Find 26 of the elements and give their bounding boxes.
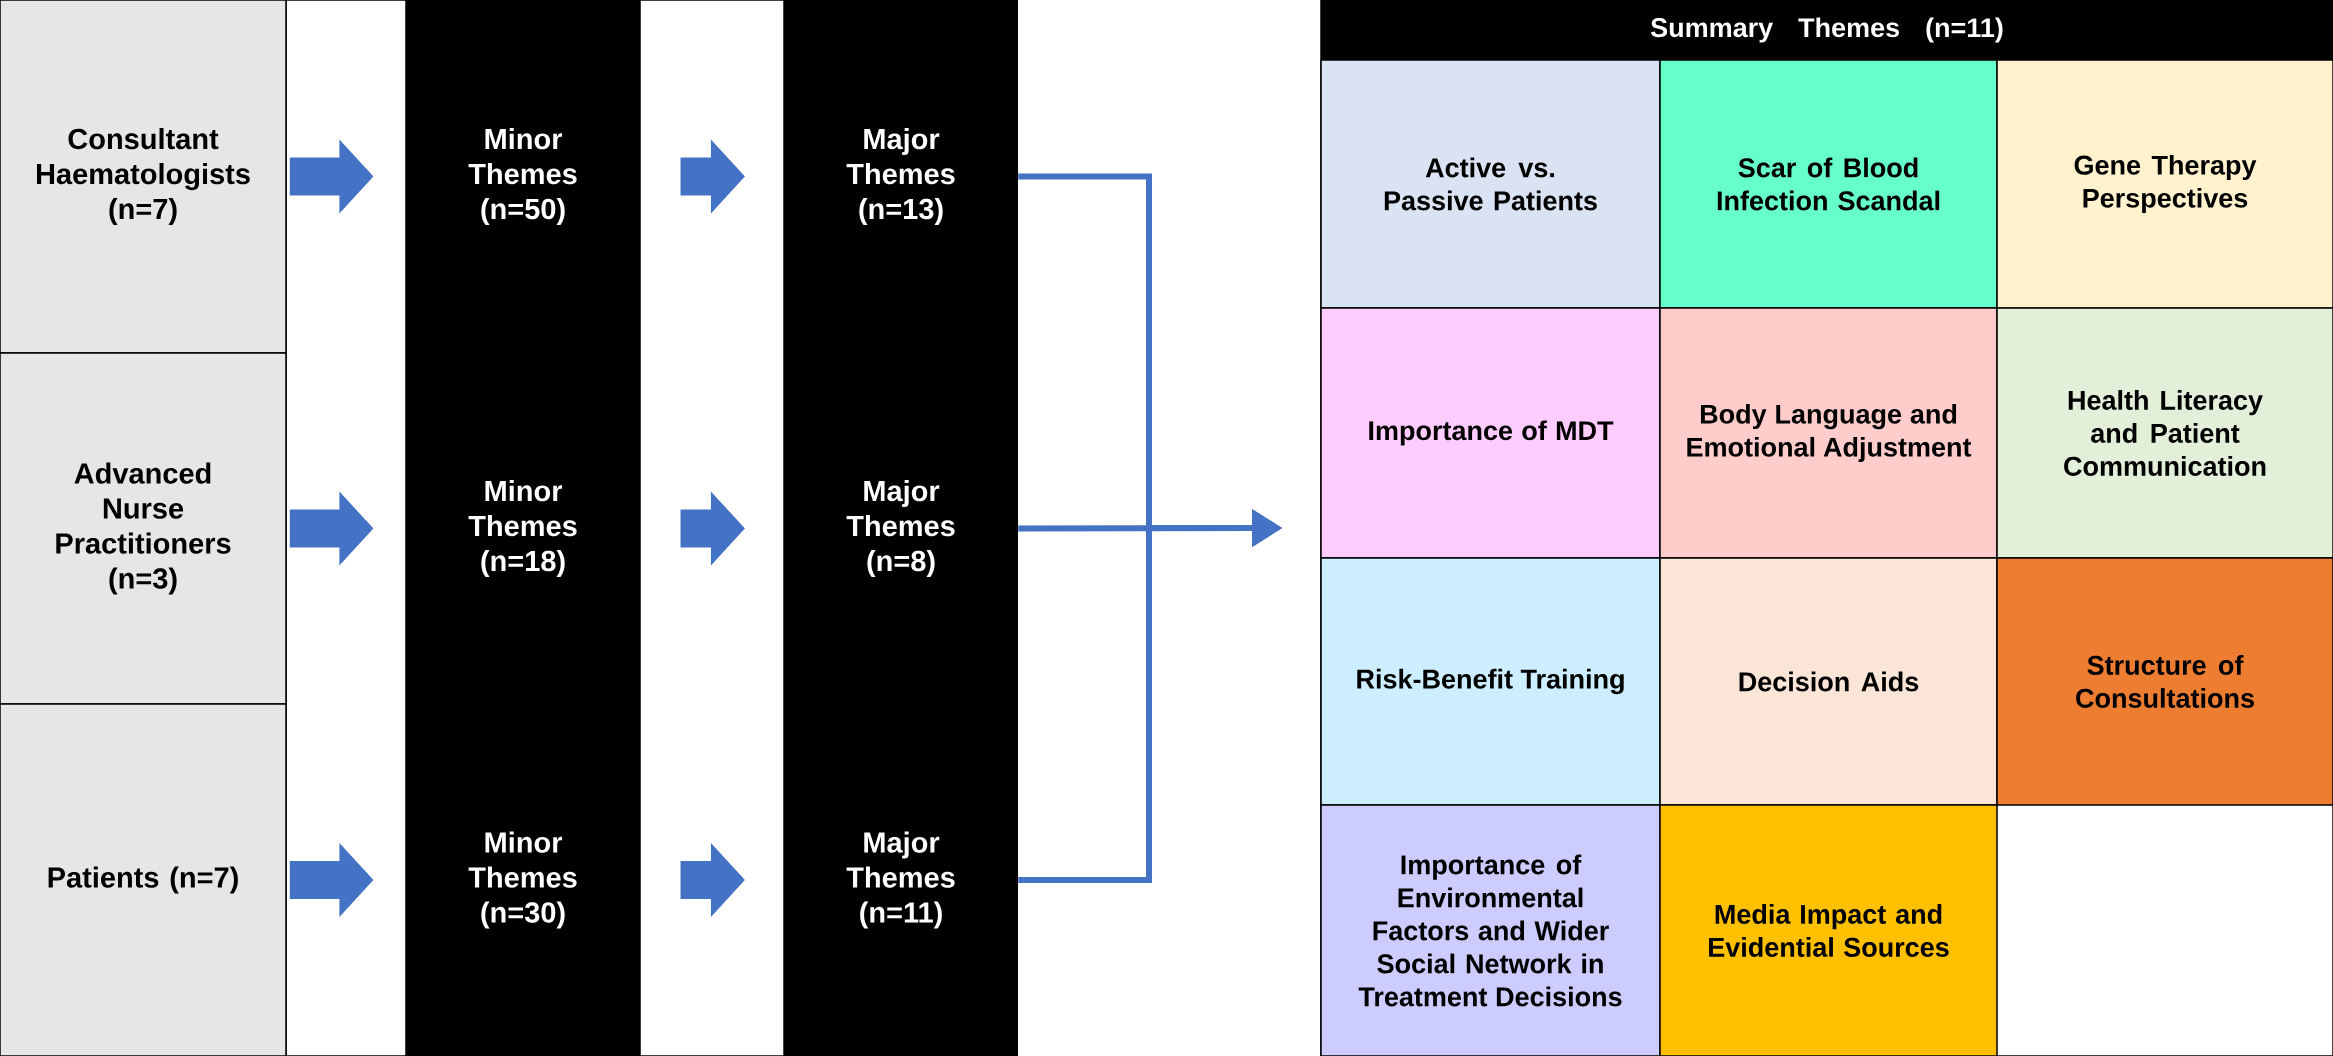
node-label: Major Themes (n=8) <box>846 479 955 578</box>
theme-cell: Importance of MDT <box>1320 307 1661 559</box>
node-label: Major Themes (n=13) <box>846 127 955 226</box>
theme-cell: Decision Aids <box>1659 557 1998 806</box>
theme-cell: Importance of Environmental Factors and Wider Social Network in Treatment Decisions <box>1320 804 1661 1056</box>
theme-count-box: Minor Themes (n=18) <box>406 353 640 704</box>
node-label: Minor Themes (n=30) <box>468 831 577 929</box>
theme-count-box: Major Themes (n=11) <box>784 704 1018 1056</box>
theme-cell: Body Language and Emotional Adjustment <box>1659 307 1998 559</box>
theme-cell: Media Impact and Evidential Sources <box>1659 804 1998 1056</box>
participant-box: Patients (n=7) <box>0 703 287 1056</box>
node-label: Major Themes (n=11) <box>846 831 955 929</box>
theme-cell: Gene Therapy Perspectives <box>1996 59 2333 309</box>
theme-cell: Risk-Benefit Training <box>1320 557 1661 806</box>
theme-cell: Scar of Blood Infection Scandal <box>1659 59 1998 309</box>
node-label: Minor Themes (n=18) <box>468 479 577 578</box>
theme-cell: Structure of Consultations <box>1996 557 2333 806</box>
theme-count-box: Minor Themes (n=50) <box>406 0 640 353</box>
theme-cell: Active vs. Passive Patients <box>1320 59 1661 309</box>
participant-box: Consultant Haematologists (n=7) <box>0 0 287 354</box>
theme-count-box: Major Themes (n=13) <box>784 0 1018 353</box>
node-label: Minor Themes (n=50) <box>468 127 577 226</box>
theme-count-box: Minor Themes (n=30) <box>406 704 640 1056</box>
participant-box: Advanced Nurse Practitioners (n=3) <box>0 352 287 705</box>
theme-count-box: Major Themes (n=8) <box>784 353 1018 704</box>
theme-cell: Health Literacy and Patient Communication <box>1996 307 2333 559</box>
